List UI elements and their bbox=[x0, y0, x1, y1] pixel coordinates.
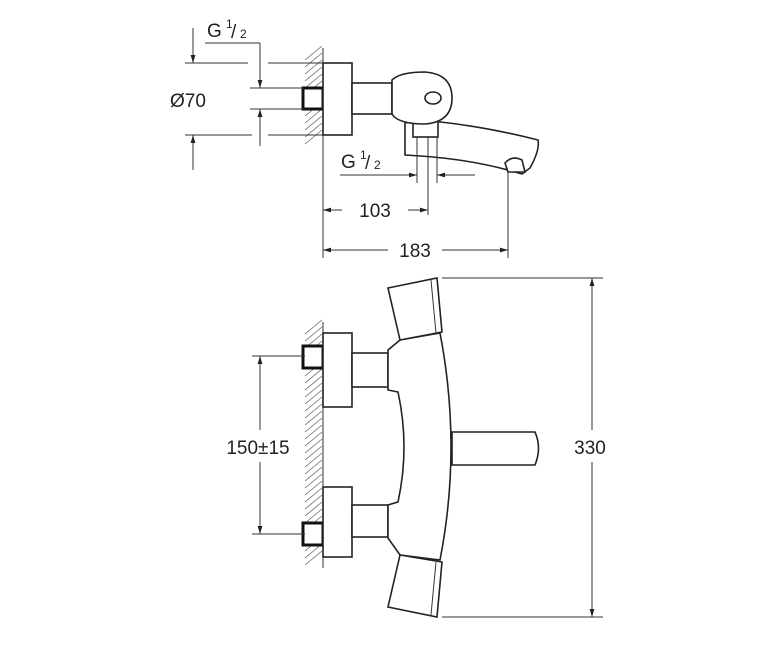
thread-outlet-num: 1 bbox=[360, 148, 367, 162]
hatch-line bbox=[304, 473, 323, 489]
hatch-line bbox=[304, 73, 323, 89]
upper-inlet-nipple bbox=[301, 344, 325, 370]
svg-text:/: / bbox=[231, 22, 237, 43]
connecting-pipe bbox=[351, 82, 393, 115]
lower-flange bbox=[322, 486, 353, 558]
valve-body bbox=[391, 71, 453, 125]
hatch-line bbox=[304, 59, 323, 75]
dimension-thread-outlet: G 1 / 2 bbox=[340, 137, 475, 183]
hatch-line bbox=[304, 52, 323, 68]
hatch-line bbox=[304, 410, 323, 426]
dimension-330: 330 bbox=[442, 277, 606, 618]
upper-flange bbox=[322, 332, 353, 408]
dimension-150: 150±15 bbox=[226, 355, 305, 535]
hatch-line bbox=[304, 66, 323, 82]
hatch-line bbox=[304, 487, 323, 503]
thread-label-outlet: G bbox=[341, 152, 356, 173]
hatch-line bbox=[304, 438, 323, 454]
dimension-thread-top: G 1 / 2 bbox=[205, 17, 263, 146]
hatch-line bbox=[304, 431, 323, 447]
diameter-label: Ø70 bbox=[170, 91, 206, 112]
hatch-line bbox=[304, 459, 323, 475]
dim-150-label: 150±15 bbox=[226, 438, 289, 459]
upper-pipe bbox=[351, 352, 389, 388]
svg-text:/: / bbox=[365, 153, 371, 174]
hatch-line bbox=[304, 550, 323, 566]
dim-330-label: 330 bbox=[574, 438, 606, 459]
hatch-line bbox=[304, 466, 323, 482]
thread-fraction-den: 2 bbox=[240, 27, 247, 41]
hatch-line bbox=[304, 389, 323, 405]
spout-outlet bbox=[504, 157, 527, 173]
hatch-line bbox=[304, 424, 323, 440]
lower-pipe bbox=[351, 504, 389, 538]
hatch-line bbox=[304, 319, 323, 335]
hatch-line bbox=[304, 129, 323, 145]
hatch-line bbox=[304, 368, 323, 384]
hatch-line bbox=[304, 375, 323, 391]
hatch-line bbox=[304, 115, 323, 131]
lower-handle bbox=[387, 554, 443, 618]
hatch-line bbox=[304, 452, 323, 468]
hatch-line bbox=[304, 403, 323, 419]
hatch-line bbox=[304, 417, 323, 433]
hatch-line bbox=[304, 508, 323, 524]
hatch-line bbox=[304, 326, 323, 342]
hatch-line bbox=[304, 480, 323, 496]
hatch-line bbox=[304, 45, 323, 61]
hatch-line bbox=[304, 445, 323, 461]
hatch-line bbox=[304, 108, 323, 124]
dimension-103: 103 bbox=[322, 137, 429, 258]
hatch-line bbox=[304, 396, 323, 412]
dim-103-label: 103 bbox=[359, 201, 391, 222]
lower-inlet-nipple bbox=[301, 521, 325, 547]
thread-outlet-den: 2 bbox=[374, 158, 381, 172]
hatch-line bbox=[304, 501, 323, 517]
hatch-line bbox=[304, 494, 323, 510]
top-view: G 1 / 2 Ø70 G 1 / 2 bbox=[170, 17, 540, 262]
inlet-nipple bbox=[301, 86, 325, 111]
wall-flange bbox=[322, 62, 353, 136]
mixer-body bbox=[387, 332, 452, 561]
dimension-diameter: Ø70 bbox=[170, 28, 323, 170]
upper-handle bbox=[387, 277, 443, 341]
hatch-line bbox=[304, 382, 323, 398]
dim-183-label: 183 bbox=[399, 241, 431, 262]
thread-fraction-num: 1 bbox=[226, 17, 233, 31]
dimension-183: 183 bbox=[323, 172, 509, 262]
spout-stub bbox=[451, 431, 540, 466]
front-view: 150±15 330 bbox=[226, 277, 606, 618]
control-knob bbox=[424, 91, 442, 105]
thread-label-top: G bbox=[207, 21, 222, 42]
